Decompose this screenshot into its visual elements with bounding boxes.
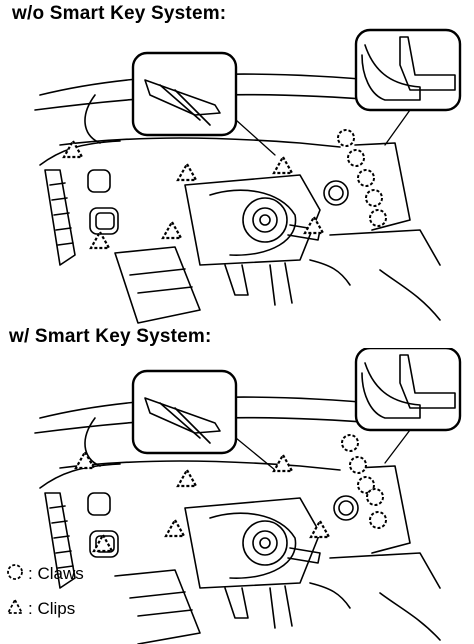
ignition-ring [323, 180, 349, 206]
callout-claw-detail-2 [354, 348, 462, 432]
lower-panel [114, 246, 201, 324]
steering-column [184, 174, 321, 266]
diagram-with-smart-key [34, 348, 462, 644]
diagram-without-smart-key [34, 28, 462, 324]
heading-with-smart-key: w/ Smart Key System: [9, 326, 212, 347]
heading-without-smart-key: w/o Smart Key System: [12, 3, 227, 24]
triangle-dashed-icon [6, 598, 28, 621]
legend-clips-label: : Clips [28, 598, 76, 618]
legend-claws: : Claws [6, 563, 84, 586]
legend-claws-label: : Claws [28, 563, 84, 583]
switch-top [87, 169, 111, 193]
left-vent [44, 169, 76, 266]
circle-dashed-icon [6, 563, 28, 586]
switch-mid [89, 207, 119, 235]
callout-claw-detail [354, 28, 462, 112]
legend-clips: : Clips [6, 598, 75, 621]
